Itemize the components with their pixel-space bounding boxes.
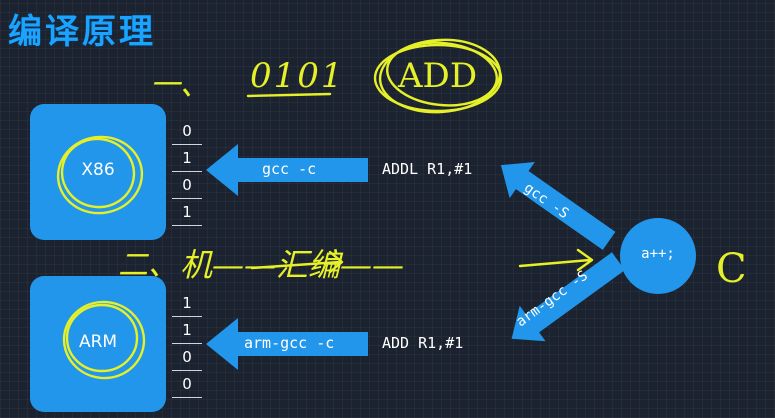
arm-bit: 1 [172, 290, 202, 317]
arm-bit: 1 [172, 317, 202, 344]
note-one: 一、 [150, 68, 210, 103]
arm-binary: 1 1 0 0 [172, 290, 202, 398]
flow-arrow-1 [250, 250, 344, 274]
x86-bit: 0 [172, 172, 202, 199]
arm-label: ARM [78, 332, 118, 352]
gcc-s-arrow [500, 162, 616, 250]
x86-circle-mark-2 [60, 137, 136, 209]
gcc-c-arrow [206, 144, 368, 196]
source-node: a++; [620, 218, 696, 294]
x86-circle-mark [56, 135, 144, 215]
x86-bit: 0 [172, 118, 202, 145]
arm-bit: 0 [172, 371, 202, 398]
flow-arrow-2 [518, 248, 594, 272]
x86-bit: 1 [172, 199, 202, 226]
note-flow: 机——汇编—— [180, 246, 405, 284]
source-code: a++; [641, 246, 675, 262]
arm-circle-mark-2 [65, 303, 139, 373]
binary-underline [246, 92, 332, 98]
add-scribble-2 [386, 41, 498, 107]
arm-bit: 0 [172, 344, 202, 371]
note-add: ADD [398, 56, 478, 96]
arm-gcc-s-arrow [511, 252, 625, 342]
arm-circle-mark [62, 300, 146, 380]
gcc-c-label: gcc -c [262, 160, 317, 178]
x86-binary: 0 1 0 1 [172, 118, 202, 226]
x86-label: X86 [81, 160, 115, 180]
x86-bit: 1 [172, 145, 202, 172]
add-scribble-3 [373, 43, 503, 113]
note-binary: 0101 [250, 56, 345, 96]
page-title: 编译原理 [8, 12, 156, 52]
arm-gcc-c-arrow [206, 318, 368, 370]
arm-asm-label: ADD R1,#1 [382, 334, 464, 352]
arm-gcc-c-label: arm-gcc -c [244, 334, 335, 352]
note-c: C [716, 246, 747, 292]
x86-chip: X86 [30, 104, 166, 240]
note-two: 二、 [118, 248, 178, 283]
x86-asm-label: ADDL R1,#1 [382, 160, 473, 178]
